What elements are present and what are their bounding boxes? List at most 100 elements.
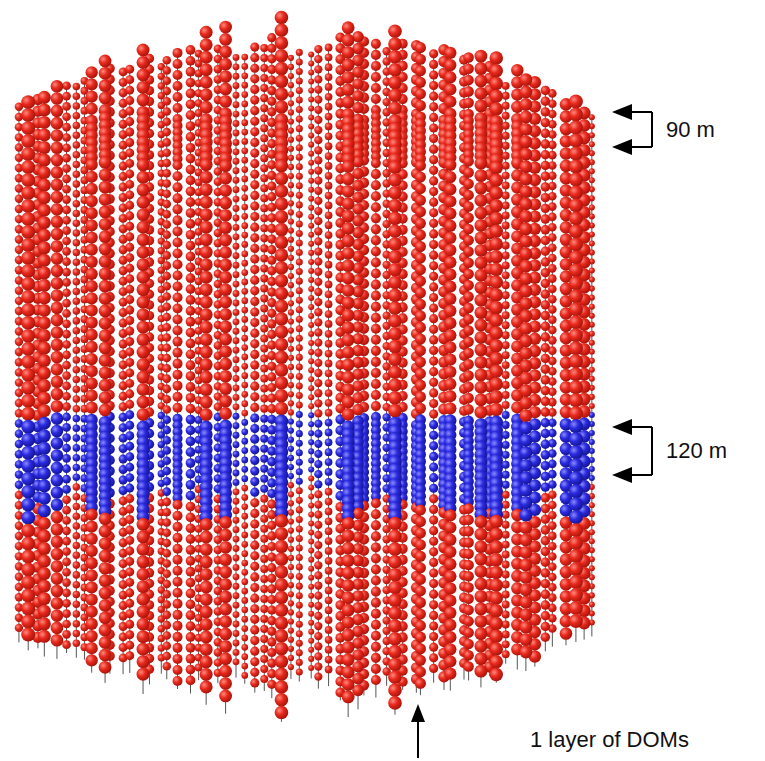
dom-sphere [241,503,248,510]
dom-sphere [62,423,71,432]
dom-sphere [233,640,240,647]
dom-sphere [541,632,550,641]
dom-sphere [162,457,171,466]
dom-sphere [162,477,171,486]
dom-sphere [250,435,259,444]
dom-sphere [288,664,294,670]
dom-sphere [233,63,240,70]
dom-sphere [288,64,294,70]
dom-sphere [308,322,314,328]
dom-sphere [62,516,71,525]
dom-sphere [62,599,71,608]
dom-sphere [325,478,333,486]
dom-sphere [162,508,171,517]
dom-string [250,42,259,692]
dom-sphere [288,228,294,234]
dom-sphere [186,371,196,381]
dom-sphere [260,194,268,202]
dom-sphere [325,429,333,437]
dom-sphere [250,583,259,592]
dom-sphere [186,643,196,653]
dom-sphere [62,475,71,484]
dom-sphere [429,49,438,58]
dom-sphere [260,264,268,272]
dom-sphere [233,573,240,580]
dom-sphere [260,445,268,453]
dom-sphere [233,337,240,344]
dom-sphere [241,316,248,323]
dom-sphere [162,282,171,291]
dom-sphere [429,568,438,577]
dom-sphere [73,249,81,257]
dom-sphere [62,537,71,546]
dom-sphere [162,148,171,157]
dom-sphere [288,264,294,270]
dom-sphere [589,340,595,346]
dom-sphere [125,557,134,566]
dom-sphere [233,394,240,401]
dom-sphere [73,307,81,315]
dom-sphere [308,620,314,626]
dom-sphere [186,599,196,609]
dom-sphere [250,212,259,221]
dom-sphere [162,97,171,106]
dom-sphere [260,164,268,172]
dom-sphere [308,484,314,490]
dom-sphere [186,567,196,577]
dom-sphere [288,591,294,597]
dom-sphere [125,327,134,336]
dom-sphere [186,382,196,392]
dom-sphere [15,624,23,632]
dom-sphere [260,405,268,413]
dom-sphere [325,517,333,525]
dom-sphere [250,657,259,666]
dom-sphere [162,261,171,270]
dom-sphere [233,328,240,335]
dom-sphere [15,429,23,437]
dom-sphere [429,123,438,132]
dom-sphere [429,388,438,397]
dom-sphere [308,259,314,265]
dom-sphere [250,668,259,677]
dom-sphere [162,436,171,445]
dom-sphere [172,676,182,686]
dom-sphere [429,251,438,260]
dom-sphere [325,438,333,446]
dom-sphere [308,647,314,653]
dom-sphere [429,240,438,249]
dom-sphere [288,173,294,179]
dom-sphere [429,547,438,556]
dom-sphere [125,190,134,199]
dom-sphere [429,399,438,408]
dom-sphere [314,126,322,134]
dom-sphere [288,564,294,570]
dom-sphere [308,178,314,184]
dom-sphere [162,241,171,250]
dom-sphere [233,101,240,108]
dom-sphere [314,480,322,488]
dom-sphere [162,631,171,640]
dom-sphere [250,95,259,104]
dom-sphere [73,366,81,374]
dom-sphere [162,231,171,240]
dom-sphere [233,592,240,599]
dom-sphere [186,523,196,533]
dom-sphere [186,534,196,544]
dom-sphere [296,97,303,104]
dom-sphere [308,241,314,247]
dom-sphere [250,223,259,232]
dom-sphere [186,317,196,327]
dom-sphere [288,255,294,261]
dom-sphere [233,233,240,240]
dom-sphere [241,428,248,435]
dom-sphere [186,121,196,131]
dom-sphere [308,196,314,202]
dom-sphere [73,571,81,579]
dom-sphere [233,479,240,486]
dom-string [172,48,182,689]
dom-sphere [308,566,314,572]
dom-sphere [73,337,81,345]
dom-sphere [73,415,81,423]
dom-sphere [502,640,510,648]
dom-sphere [308,106,314,112]
